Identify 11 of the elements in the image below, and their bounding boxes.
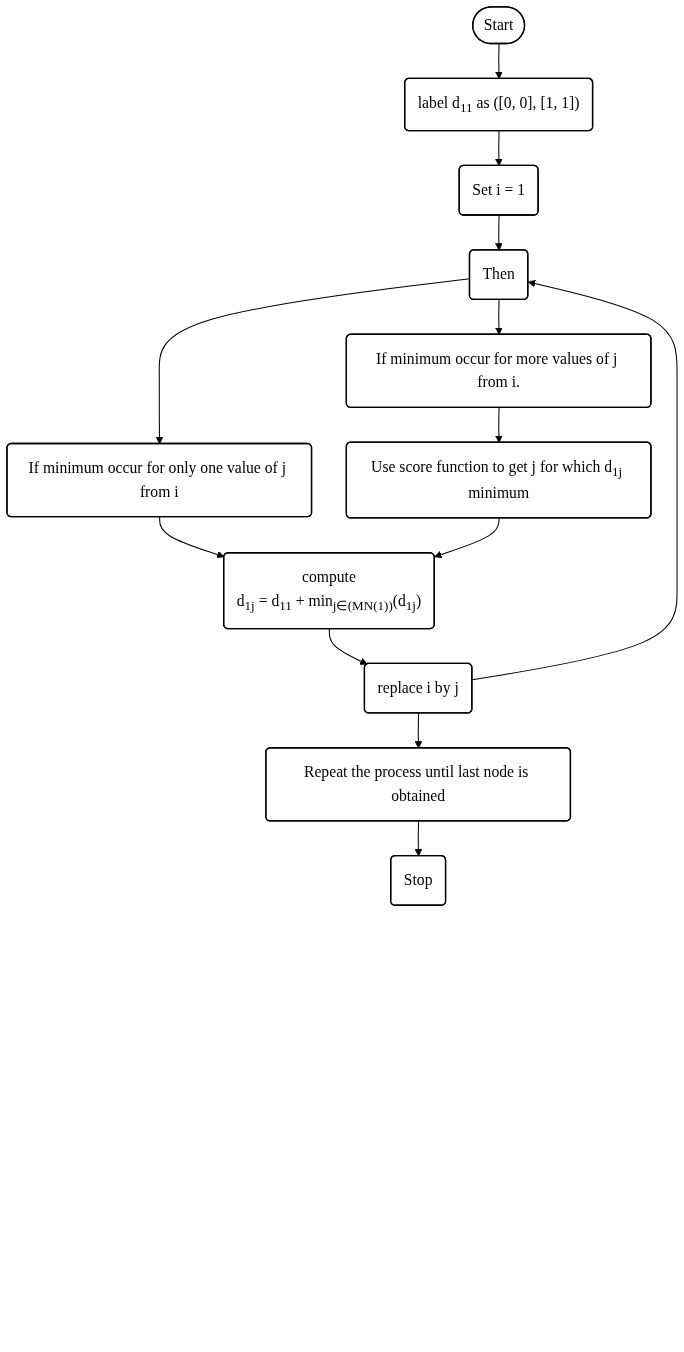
arrow: [328, 628, 368, 665]
arrow: [414, 820, 423, 857]
arrow: [495, 214, 503, 251]
arrow: [434, 517, 500, 559]
arrow: [495, 299, 503, 336]
arrow: [159, 516, 225, 559]
arrow: [495, 407, 503, 443]
arrow: [471, 279, 678, 681]
arrow: [495, 43, 503, 80]
arrow: [495, 130, 503, 167]
arrow: [414, 712, 423, 749]
